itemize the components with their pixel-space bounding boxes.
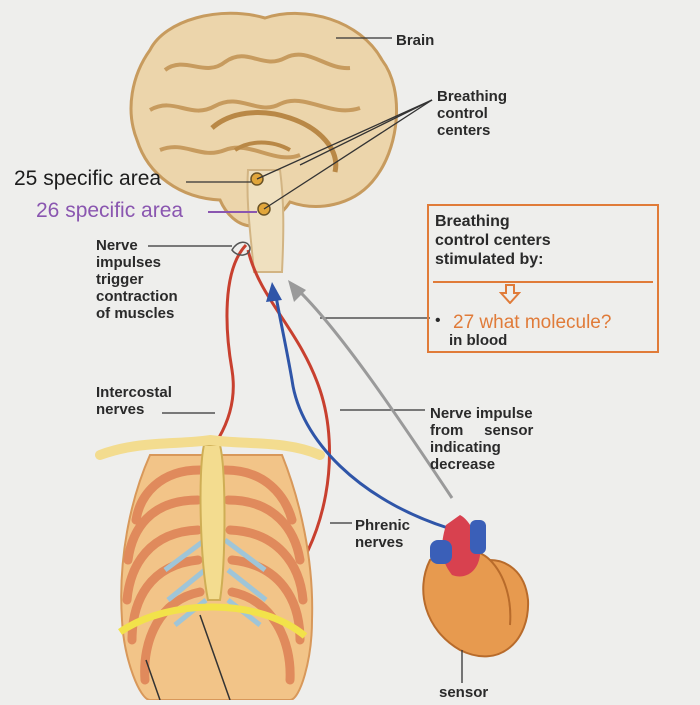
stimulus-box-divider bbox=[433, 281, 653, 283]
bullet-icon: • bbox=[435, 312, 441, 329]
brain-illustration bbox=[129, 11, 399, 273]
down-arrow-icon bbox=[499, 284, 521, 304]
label-area-25: 25 specific area bbox=[14, 167, 162, 190]
heart-illustration bbox=[422, 515, 530, 658]
diaphragm-line bbox=[118, 603, 308, 639]
label-intercostal-nerves: Intercostal nerves bbox=[96, 384, 172, 418]
ribcage-illustration bbox=[95, 434, 325, 701]
leader-lines bbox=[148, 37, 433, 524]
label-phrenic-nerves: Phrenic nerves bbox=[355, 517, 411, 551]
stimulus-box: Breathing control centers stimulated by:… bbox=[427, 204, 659, 353]
blue-nerve bbox=[273, 289, 449, 530]
blue-arrowhead bbox=[266, 282, 282, 302]
question-27-text: 27 what molecule? bbox=[453, 312, 612, 333]
label-nerve-impulse-sensor: Nerve impulse from sensor indicating dec… bbox=[430, 405, 534, 473]
in-blood-text: in blood bbox=[449, 332, 508, 349]
label-brain: Brain bbox=[396, 32, 435, 49]
label-breathing-control-centers: Breathing control centers bbox=[437, 88, 508, 139]
gray-arrowhead bbox=[288, 280, 306, 302]
label-sensor: sensor bbox=[439, 684, 489, 701]
gray-nerve bbox=[294, 286, 454, 499]
label-area-26: 26 specific area bbox=[36, 199, 184, 222]
label-nerve-impulses: Nerve impulses trigger contraction of mu… bbox=[96, 237, 178, 322]
nerve-junction bbox=[231, 241, 251, 256]
stimulus-box-title: Breathing control centers stimulated by: bbox=[435, 213, 551, 268]
rib-pointer-line bbox=[199, 614, 231, 701]
rib-pointer-line-2 bbox=[145, 659, 161, 701]
